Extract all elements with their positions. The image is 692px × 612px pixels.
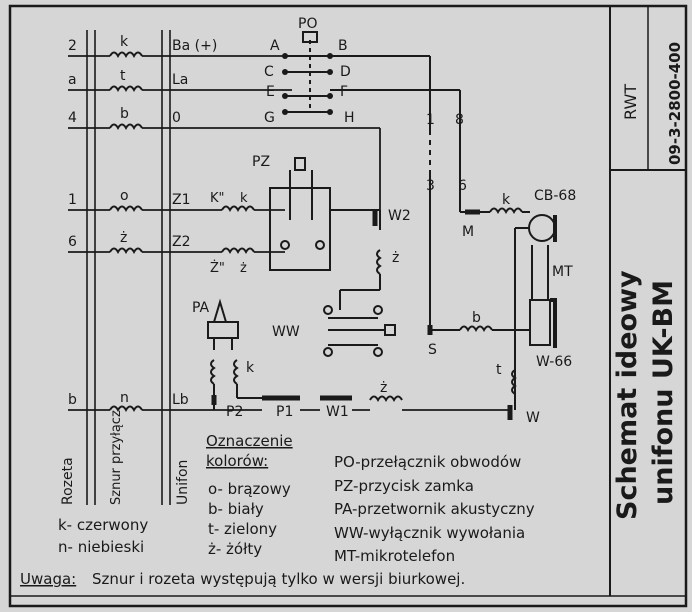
legend-color-z: ż- żółty [208,540,262,558]
wire-label-t: t [120,68,126,84]
legend-color-k: k- czerwony [58,516,148,534]
ww-label: WW [272,324,300,340]
titleblock-number: 09-3-2800-400 [666,42,684,165]
terminal-ba: Ba (+) [172,38,217,54]
pz-wire-k2: K" [210,191,225,206]
terminal-lb: Lb [172,392,189,408]
col-label-sznur: Sznur przyłącz. [109,406,124,505]
po-contact-g: G [264,110,275,126]
wire-label-n: n [120,390,129,406]
titleblock-code: RWT [621,84,640,120]
connector-m: M [462,224,474,240]
legend-color-t: t- zielony [208,520,277,538]
terminal-1: 1 [68,192,77,208]
po-contact-h: H [344,110,355,126]
inline-label-b1: b [472,310,481,326]
legend-color-b: b- biały [208,500,264,518]
inline-label-z1: ż [392,250,399,266]
note-text: Sznur i rozeta występują tylko w wersji … [92,570,465,588]
inline-label-k2: k [246,360,255,376]
abbr-pz: PZ-przycisk zamka [334,477,474,495]
wire-label-o: o [120,188,129,204]
pa-transducer [207,298,239,350]
ww-switch [323,305,396,357]
pa-label: PA [192,300,210,316]
legend-color-o: o- brązowy [208,480,291,498]
pz-wire-z2: Ż" [210,260,225,276]
inline-label-k1: k [502,192,511,208]
title-line2: unifonu UK-BM [648,280,679,505]
mt-label: MT [552,264,573,280]
pz-switch [269,157,381,271]
terminal-6: 6 [68,234,77,250]
terminal-4: 4 [68,110,77,126]
abbr-mt: MT-mikrotelefon [334,547,455,565]
terminal-0: 0 [172,110,181,126]
node-8: 8 [455,112,464,128]
po-contact-f: F [340,84,348,100]
title-line1: Schemat ideowy [612,270,643,520]
pz-wire-z: ż [240,261,247,276]
connector-w2: W2 [388,208,411,224]
node-1: 1 [426,112,435,128]
wire-label-z: ż [120,230,127,246]
abbr-po: PO-przełącznik obwodów [334,453,521,471]
po-label: PO [298,16,317,32]
pz-wire-k: k [240,191,248,206]
terminal-z2: Z2 [172,234,191,250]
connector-p1: P1 [276,404,293,420]
inline-label-z2: ż [380,380,387,396]
note-label: Uwaga: [20,570,76,588]
terminal-b: b [68,392,77,408]
connector-w1: W1 [326,404,349,420]
cb-label: CB-68 [534,188,576,204]
w66-label: W-66 [536,354,572,370]
po-contact-e: E [266,84,275,100]
connector-w: W [526,410,540,426]
legend-heading-1: Oznaczenie [206,432,293,450]
po-switch [285,31,461,130]
po-contact-c: C [264,64,274,80]
po-contact-a: A [270,38,280,54]
wire-label-k: k [120,34,129,50]
abbr-ww: WW-wyłącznik wywołania [334,524,525,542]
inline-label-t1: t [496,362,502,378]
col-label-rozeta: Rozeta [60,457,76,505]
terminal-a: a [68,72,77,88]
node-3: 3 [426,178,435,194]
legend-heading-2: kolorów: [206,452,268,470]
po-contact-d: D [340,64,351,80]
mt-handset [514,214,557,410]
po-contact-b: B [338,38,348,54]
terminal-la: La [172,72,188,88]
abbr-pa: PA-przetwornik akustyczny [334,500,535,518]
node-6: 6 [458,178,467,194]
connector-s: S [428,342,437,358]
wire-label-b: b [120,106,129,122]
terminal-z1: Z1 [172,192,191,208]
col-label-unifon: Unifon [175,460,191,505]
connector-p2: P2 [226,404,243,420]
terminal-2: 2 [68,38,77,54]
pz-label: PZ [252,154,270,170]
legend-color-n: n- niebieski [58,538,144,556]
outer-frame [8,4,688,608]
